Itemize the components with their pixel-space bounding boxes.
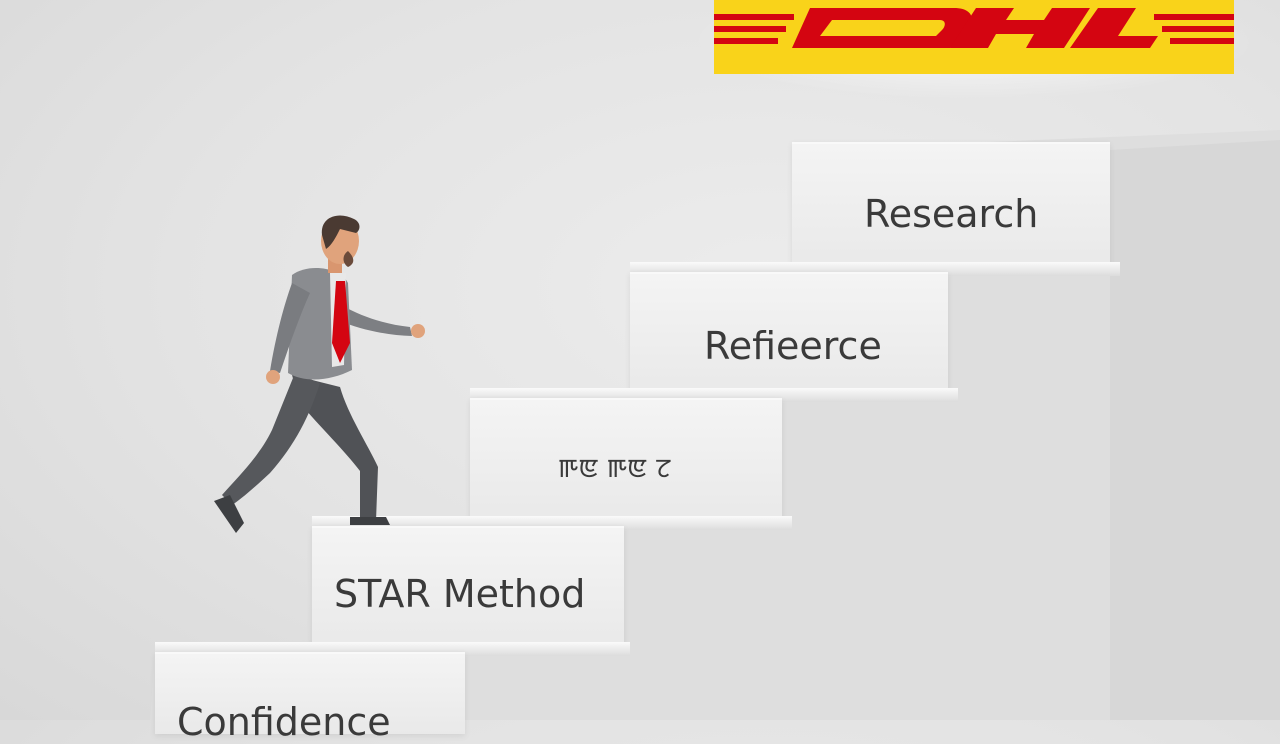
step-label-confidence: Confidence bbox=[177, 700, 391, 744]
step-confidence: Confidence bbox=[155, 652, 465, 744]
step-label-star-method: STAR Method bbox=[334, 572, 586, 616]
dhl-logo bbox=[714, 0, 1234, 74]
step-reference: Refieerce bbox=[630, 272, 948, 394]
step-label-research: Research bbox=[864, 192, 1039, 236]
step-label-reference: Refieerce bbox=[704, 324, 882, 368]
step-research: Research bbox=[792, 142, 1110, 268]
staircase-scene: Research Refieerce ꯒꯟ ꯒꯟ ꯖ STAR Method C… bbox=[150, 0, 1280, 744]
step-star-method: STAR Method bbox=[312, 526, 624, 648]
walking-businessman-icon bbox=[214, 215, 425, 533]
step-symbols: ꯒꯟ ꯒꯟ ꯖ bbox=[470, 398, 782, 522]
step-label-symbols: ꯒꯟ ꯒꯟ ꯖ bbox=[558, 454, 672, 484]
